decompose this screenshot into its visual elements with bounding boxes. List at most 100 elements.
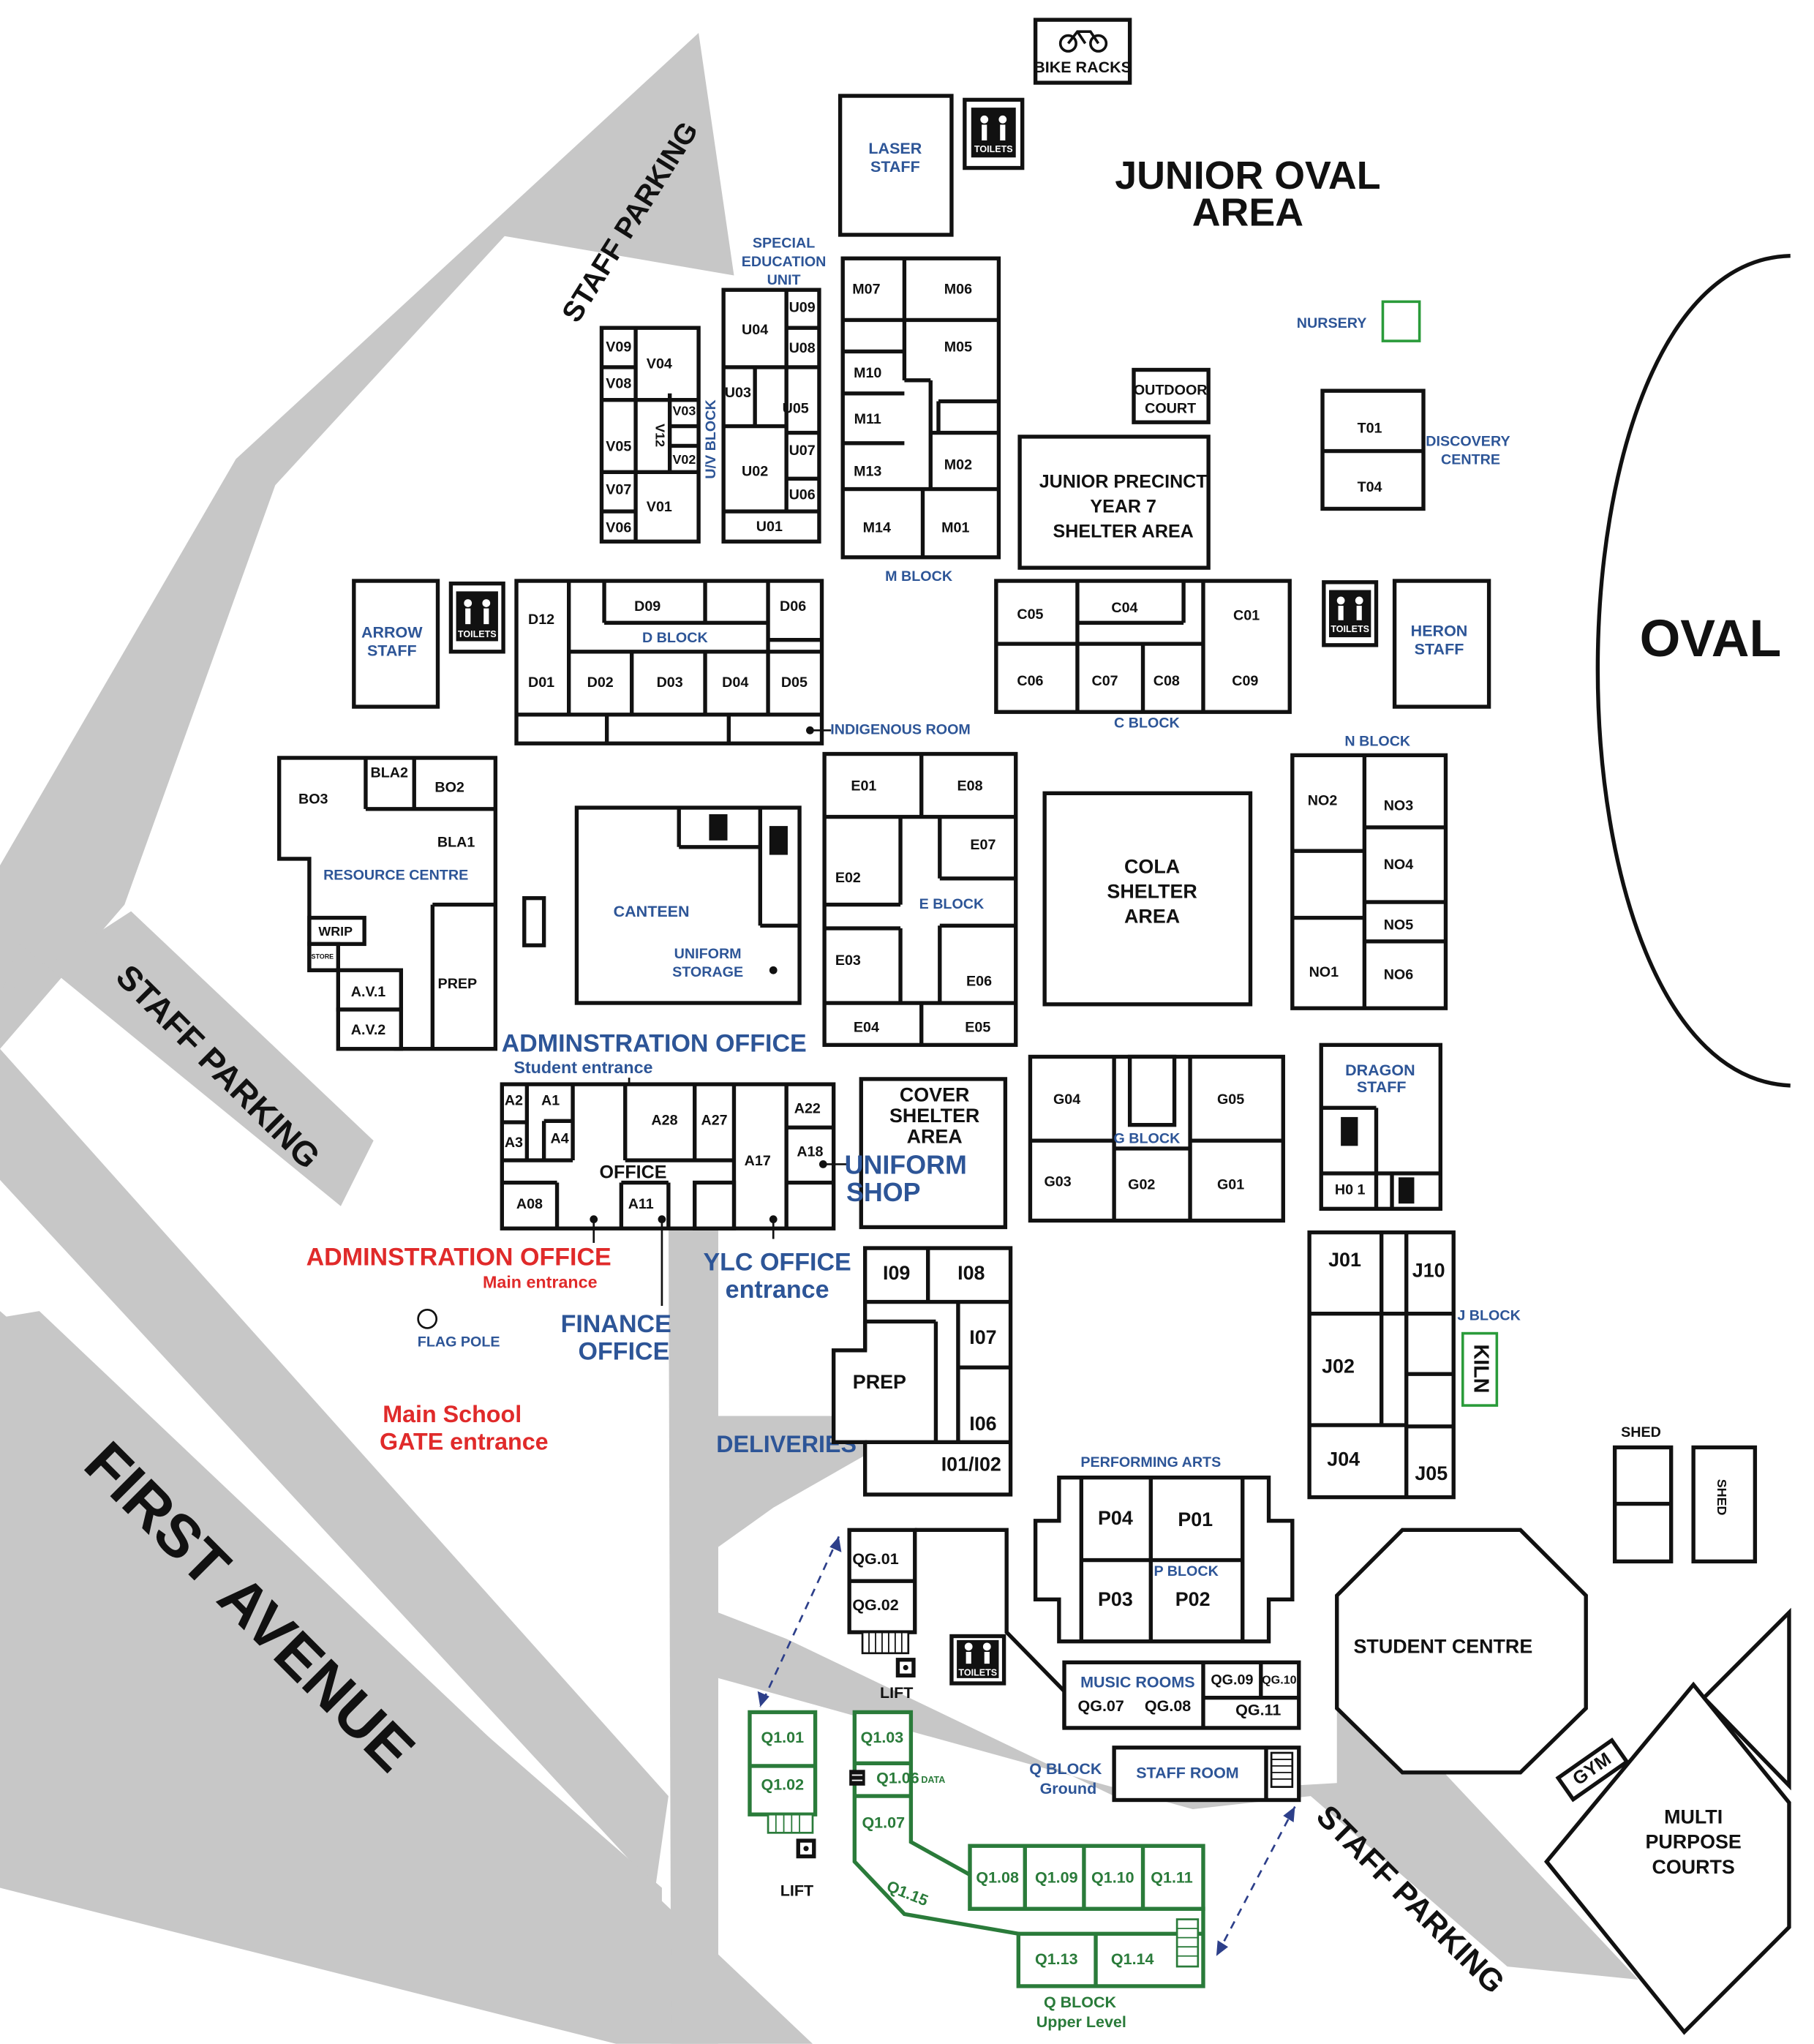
laser-staff-building [838,94,954,237]
room-u02: U02 [742,463,768,479]
room-m11: M11 [854,411,881,427]
heron-staff-label-1: HERON [1411,623,1468,640]
room-d04: D04 [722,675,748,691]
room-d09: D09 [634,598,661,615]
main-gate-label-1: Main School [383,1401,522,1427]
room-q113: Q1.13 [1035,1950,1078,1968]
ylc-office-label-1: YLC OFFICE [703,1249,851,1277]
j-block [1307,1230,1456,1500]
uniform-storage-marker [769,966,778,974]
room-a2: A2 [505,1093,523,1109]
room-j05: J05 [1415,1462,1448,1484]
discovery-label-1: DISCOVERY [1426,433,1510,449]
special-ed-label-1: SPECIAL [753,236,815,252]
music-rooms-label: MUSIC ROOMS [1080,1674,1194,1691]
room-av2: A.V.2 [351,1022,386,1038]
kiln-label: KILN [1469,1345,1492,1394]
v-block [599,326,701,544]
room-m01: M01 [941,520,969,536]
room-d06: D06 [780,598,806,615]
cola-label-3: AREA [1124,906,1180,928]
toilets-icon: TOILETS [1322,580,1379,647]
outdoor-court-label-2: COURT [1145,400,1196,416]
room-c05: C05 [1017,606,1043,623]
canteen-building [574,805,802,1005]
room-av1: A.V.1 [351,984,386,1000]
parking-aisle-1 [0,1048,669,1888]
room-m02: M02 [944,457,972,473]
room-e05: E05 [965,1019,990,1035]
room-u09: U09 [789,300,816,316]
room-g01: G01 [1217,1176,1244,1192]
uniform-shop-label-2: SHOP [846,1178,921,1207]
multi-purpose-courts [1543,1681,1791,2035]
junior-precinct-label-3: SHELTER AREA [1053,521,1194,541]
svg-text:TOILETS: TOILETS [1331,624,1369,634]
room-no1: NO1 [1309,964,1339,980]
junior-precinct-shelter [1017,435,1211,570]
room-m05: M05 [944,339,972,355]
shed-2-label: SHED [1715,1479,1729,1516]
room-d12: D12 [528,612,554,628]
room-qg11: QG.11 [1235,1701,1281,1718]
room-g05: G05 [1217,1091,1244,1108]
room-wrip: WRIP [318,924,353,939]
room-d02: D02 [587,675,614,691]
cola-label-2: SHELTER [1107,881,1197,903]
junior-oval-title-2: AREA [1192,190,1303,234]
room-no5: NO5 [1384,917,1414,933]
j-block-label: J BLOCK [1457,1307,1521,1323]
room-q114: Q1.14 [1111,1950,1154,1968]
toilets-icon: TOILETS [963,97,1025,170]
room-v02: V02 [672,452,696,467]
room-v05: V05 [606,438,631,454]
room-qg08: QG.08 [1145,1697,1191,1715]
staff-parking-left-road [0,911,374,1206]
junior-precinct-label-2: YEAR 7 [1090,496,1156,516]
room-a27: A27 [701,1112,728,1128]
room-qg09: QG.09 [1211,1672,1253,1688]
heron-staff-label-2: STAFF [1415,641,1464,658]
admin-main-label-1: ADMINSTRATION OFFICE [306,1243,611,1271]
toilets-icon: TOILETS [448,581,505,654]
room-q102: Q1.02 [761,1776,804,1793]
g-block-label: G BLOCK [1113,1131,1181,1147]
student-centre-label: STUDENT CENTRE [1354,1636,1533,1658]
uv-block-label: U/V BLOCK [703,399,719,479]
nursery-label: NURSERY [1297,315,1367,331]
junior-precinct-label-1: JUNIOR PRECINCT [1039,471,1208,492]
c-block-label: C BLOCK [1114,715,1181,732]
room-c08: C08 [1153,673,1180,689]
indigenous-room-label: INDIGENOUS ROOM [830,722,971,738]
svg-text:TOILETS: TOILETS [958,1667,997,1677]
room-a28: A28 [651,1112,677,1128]
admin-student-label-1: ADMINSTRATION OFFICE [502,1029,807,1057]
room-q106-data: DATA [921,1775,945,1785]
room-q108: Q1.08 [976,1869,1019,1887]
room-v07: V07 [606,482,631,498]
m-block-label: M BLOCK [885,568,953,585]
cover-shelter-label-3: AREA [907,1126,963,1148]
q-ground-label-2: Ground [1040,1780,1097,1797]
first-avenue-road [0,1311,813,2044]
flag-pole-label: FLAG POLE [418,1334,500,1350]
lift-upper-label: LIFT [780,1882,813,1900]
admin-main-label-2: Main entrance [483,1273,598,1292]
room-no2: NO2 [1308,792,1338,808]
q-block-link-1 [759,1536,840,1707]
q-block-ground [847,1528,1301,1803]
cover-shelter-label-1: COVER [900,1083,970,1105]
q-upper-label-1: Q BLOCK [1044,1994,1117,2011]
nursery-plot [1381,300,1421,342]
room-p01: P01 [1178,1508,1213,1530]
toilets-icon: TOILETS [949,1634,1006,1686]
room-j02: J02 [1322,1355,1355,1377]
arrow-staff-building [352,579,440,709]
room-e06: E06 [966,974,992,990]
admin-main-entrance-marker [590,1215,598,1224]
d-block [514,579,824,745]
room-v12: V12 [653,424,668,447]
main-gate-label-2: GATE entrance [380,1429,549,1455]
room-i07: I07 [969,1326,996,1348]
outdoor-court [1132,367,1211,424]
